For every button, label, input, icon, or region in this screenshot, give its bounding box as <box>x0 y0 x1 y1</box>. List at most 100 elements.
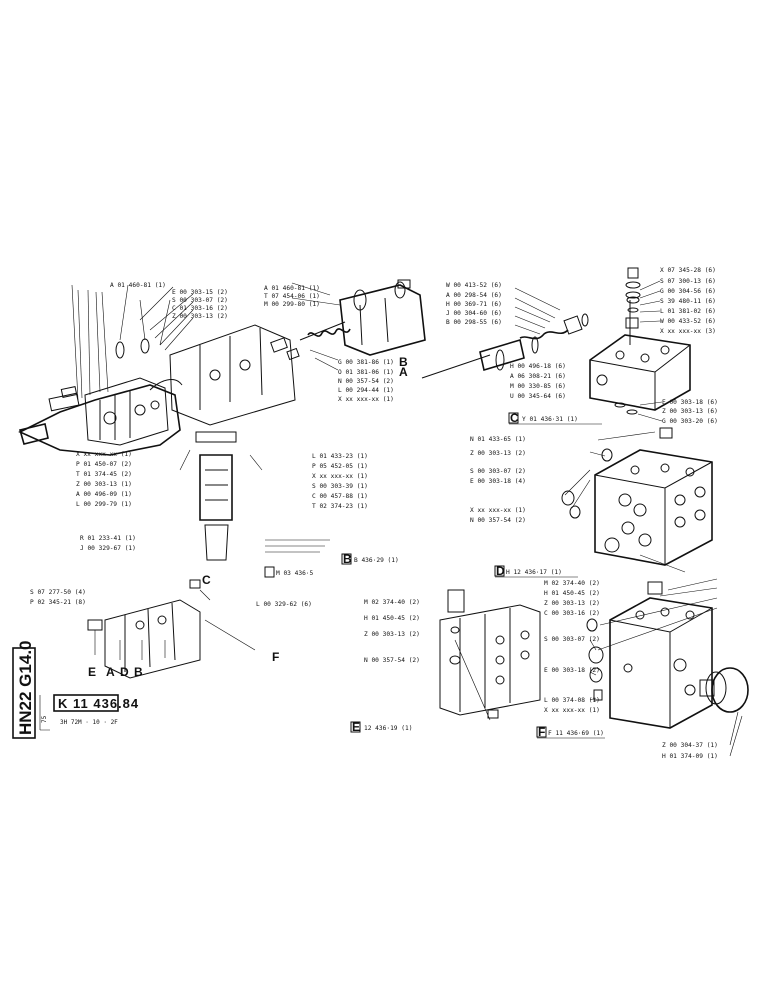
label-m-02-374-40-f: M 02 374-40 (2) <box>544 580 600 587</box>
label-s-00-303-07: S 00 303-07 (2) <box>172 297 228 304</box>
label-l-01-433-23: L 01 433-23 (1) <box>312 453 368 460</box>
label-h-00-369-71: H 00 369-71 (6) <box>446 301 502 308</box>
label-x-xx-xxx-xx-f: X xx xxx-xx (1) <box>544 707 600 714</box>
label-e-00-303-18: E 00 303-18 (6) <box>662 399 718 406</box>
side-code: HN22 G14.0 <box>16 641 35 736</box>
label-a-01-460-81-b: A 01 460-81 (1) <box>264 285 320 292</box>
label-j-00-329-67: J 00 329-67 (1) <box>80 545 136 552</box>
letter-b: B <box>399 355 408 369</box>
label-w-00-433-52: W 00 433-52 (6) <box>660 318 716 325</box>
label-h-00-496-18: H 00 496-18 (6) <box>510 363 566 370</box>
leader-lines <box>139 280 743 757</box>
label-j-00-304-60: J 00 304-60 (6) <box>446 310 502 317</box>
label-t-01-374-45: T 01 374-45 (2) <box>76 471 132 478</box>
label-e-00-303-15: E 00 303-15 (2) <box>172 289 228 296</box>
bottom-left-assembly <box>87 579 256 679</box>
label-g-00-303-20: G 00 303-20 (6) <box>662 418 718 425</box>
label-n-00-357-54: N 00 357-54 (2) <box>338 378 394 385</box>
label-x-xx-xxx-xx: X xx xxx-xx (1) <box>338 396 394 403</box>
valve-e <box>439 589 541 721</box>
ref-box-f: F 11 436·69 (1) <box>548 730 604 737</box>
label-s-07-300-13: S 07 300-13 (6) <box>660 278 716 285</box>
label-c-01-303-16: C 01 303-16 (2) <box>172 305 228 312</box>
label-n-00-357-54-2: N 00 357-54 (2) <box>470 517 526 524</box>
solenoid-stem <box>421 313 589 379</box>
label-u-00-345-64: U 00 345-64 (6) <box>510 393 566 400</box>
label-c-00-457-88: C 00 457-88 (1) <box>312 493 368 500</box>
label-m-02-374-40: M 02 374-40 (2) <box>364 599 420 606</box>
sheet-identification: HN22 G14.0 K 11 436.84 3H 72M · 10 · 2F … <box>12 641 139 739</box>
block-f <box>586 581 749 729</box>
label-w-00-413-52: W 00 413-52 (6) <box>446 282 502 289</box>
label-x-xx-xxx-xx-d: X xx xxx-xx (1) <box>470 507 526 514</box>
letter-d: D <box>120 665 129 679</box>
label-t-07-454-06: T 07 454-06 (1) <box>264 293 320 300</box>
label-m-00-330-85: M 00 330-85 (6) <box>510 383 566 390</box>
spring-assembly <box>270 279 426 361</box>
label-r-01-233-41: R 01 233-41 (1) <box>80 535 136 542</box>
label-z-00-304-37: Z 00 304-37 (1) <box>662 742 718 749</box>
label-e-00-303-18-f: E 00 303-18 (2) <box>544 667 600 674</box>
label-l-00-374-08: L 00 374-08 (1) <box>544 697 600 704</box>
label-z-00-303-13: Z 00 303-13 (2) <box>172 313 228 320</box>
label-z-00-303-13-1: Z 00 303-13 (1) <box>76 481 132 488</box>
label-s-00-303-07-2: S 00 303-07 (2) <box>470 468 526 475</box>
label-c-00-303-16-f: C 00 303-16 (2) <box>544 610 600 617</box>
label-x-xx-xxx-xx-3: X xx xxx-xx (3) <box>660 328 716 335</box>
label-n-00-357-54-e: N 00 357-54 (2) <box>364 657 420 664</box>
ref-box-e: 12 436·19 (1) <box>364 725 412 732</box>
label-b-00-298-55: B 00 298-55 (6) <box>446 319 502 326</box>
label-x-xx-xxx-xx-c: X xx xxx-xx (1) <box>312 473 368 480</box>
label-p-01-450-07: P 01 450-07 (2) <box>76 461 132 468</box>
label-l-00-299-79: L 00 299-79 (1) <box>76 501 132 508</box>
label-h-01-450-45-f: H 01 450-45 (2) <box>544 590 600 597</box>
letter-e: E <box>88 665 96 679</box>
ref-box-c: Y 01 436·31 (1) <box>522 416 578 423</box>
label-m-00-299-80: M 00 299-80 (1) <box>264 301 320 308</box>
label-x-xx-xxx-xx-b: X xx xxx-xx (1) <box>76 451 132 458</box>
small-mark: 75 <box>41 715 48 723</box>
letter-c: C <box>202 573 211 587</box>
label-s-00-303-07-f: S 00 303-07 (2) <box>544 636 600 643</box>
label-g-00-304-56: G 00 304-56 (6) <box>660 288 716 295</box>
label-z-00-303-13-f: Z 00 303-13 (2) <box>544 600 600 607</box>
group-letters: B A C F E A D B <box>88 355 408 679</box>
label-o-01-381-06: O 01 381-06 (1) <box>338 369 394 376</box>
letter-b-bottom: B <box>134 665 143 679</box>
ref-letter-f: F <box>538 725 545 739</box>
label-h-01-450-45: H 01 450-45 (2) <box>364 615 420 622</box>
label-l-00-294-44: L 00 294-44 (1) <box>338 387 394 394</box>
ref-letter-b: B <box>343 552 352 566</box>
label-g-00-381-86: G 00 381-86 (1) <box>338 359 394 366</box>
ref-letter-e: E <box>352 720 360 734</box>
label-n-01-433-65: N 01 433-65 (1) <box>470 436 526 443</box>
label-l-01-381-02: L 01 381-02 (6) <box>660 308 716 315</box>
label-p-02-345-21: P 02 345-21 (8) <box>30 599 86 606</box>
part-labels: A 01 460-81 (1) E 00 303-15 (2) S 00 303… <box>30 267 718 760</box>
sub-title: 3H 72M · 10 · 2F <box>60 719 118 726</box>
label-h-01-374-09: H 01 374-09 (1) <box>662 753 718 760</box>
reference-number: K 11 436.84 <box>58 696 139 711</box>
block-d <box>561 427 713 573</box>
label-l-00-329-62: L 00 329-62 (6) <box>256 601 312 608</box>
label-s-39-480-11: S 39 480-11 (6) <box>660 298 716 305</box>
ref-box-b: B 436·29 (1) <box>354 557 399 564</box>
label-a-00-496-09: A 00 496-09 (1) <box>76 491 132 498</box>
letter-a-bottom: A <box>106 665 115 679</box>
letter-f: F <box>272 650 279 664</box>
left-valve-assembly <box>18 284 183 456</box>
label-t-02-374-23: T 02 374-23 (1) <box>312 503 368 510</box>
label-s-07-277-50: S 07 277-50 (4) <box>30 589 86 596</box>
letter-a: A <box>399 365 408 379</box>
ref-box-d: H 12 436·17 (1) <box>506 569 562 576</box>
label-a-06-308-21: A 06 308-21 (6) <box>510 373 566 380</box>
ref-box-m: M 03 436·5 <box>276 570 314 577</box>
sub-assembly-refs: C Y 01 436·31 (1) D H 12 436·17 (1) B B … <box>264 411 605 739</box>
label-x-07-345-28: X 07 345-28 (6) <box>660 267 716 274</box>
central-valve-body <box>169 324 296 561</box>
label-p-05-452-05: P 05 452-05 (1) <box>312 463 368 470</box>
label-s-00-303-39: S 00 303-39 (1) <box>312 483 368 490</box>
label-z-00-303-13-6: Z 00 303-13 (6) <box>662 408 718 415</box>
ref-letter-c: C <box>510 411 519 425</box>
